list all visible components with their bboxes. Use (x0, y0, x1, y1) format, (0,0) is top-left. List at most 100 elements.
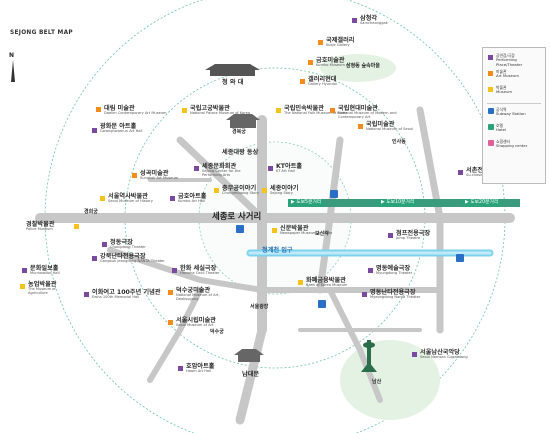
marker-mmca[interactable] (330, 108, 335, 113)
marker-hanwha[interactable] (172, 268, 177, 273)
sign-5min: ▶ 도보5분거리 (288, 199, 325, 207)
marker-daelim[interactable] (96, 107, 101, 112)
road-jongno (316, 136, 344, 294)
road-namsan (327, 287, 383, 403)
landmark-insadong: 인사동 (392, 139, 406, 145)
marker-gugakdang[interactable] (412, 352, 417, 357)
landmark-cheongwadae: 청 와 대 (222, 79, 244, 86)
marker-jump[interactable] (388, 233, 393, 238)
namdaemun-building (234, 349, 264, 362)
hotel-icon (488, 124, 494, 130)
marker-nanta[interactable] (92, 256, 97, 261)
marker-hwapyeong[interactable] (298, 280, 303, 285)
marker-police[interactable] (74, 224, 79, 229)
subway-icon[interactable] (236, 225, 244, 233)
landmark-gyeongbokgung: 경복궁 (232, 129, 246, 135)
marker-sungkok[interactable] (132, 173, 137, 178)
marker-history[interactable] (100, 196, 105, 201)
marker-sejong-story[interactable] (262, 188, 267, 193)
marker-kumho-hall[interactable] (170, 196, 175, 201)
marker-ewha[interactable] (84, 292, 89, 297)
landmark-gyeonghuigung: 경희궁 (84, 209, 98, 215)
subway-icon[interactable] (330, 190, 338, 198)
sign-20min: ▶ 도보20분거리 (462, 199, 502, 207)
marker-munhwa[interactable] (22, 268, 27, 273)
marker-samcheonggak[interactable] (352, 18, 357, 23)
marker-agri[interactable] (20, 284, 25, 289)
marker-kt[interactable] (268, 166, 273, 171)
museum-icon (488, 87, 493, 92)
marker-deoksu-art[interactable] (168, 290, 173, 295)
landmark-cheonggyecheon: 청계천 입구 (262, 247, 293, 254)
art-museum-icon (488, 71, 493, 76)
subway-icon[interactable] (318, 300, 326, 308)
marker-gwanghwamun[interactable] (92, 128, 97, 133)
north-arrow-icon (11, 60, 15, 82)
marker-mmca2[interactable] (358, 124, 363, 129)
marker-kukje[interactable] (318, 40, 323, 45)
marker-sejong-center[interactable] (194, 166, 199, 171)
marker-palace[interactable] (182, 108, 187, 113)
performance-icon (488, 55, 493, 60)
marker-chungmu[interactable] (214, 188, 219, 193)
marker-seochon[interactable] (458, 170, 463, 175)
place-sejong-statue[interactable]: 세종대왕 동상 (222, 149, 259, 156)
marker-myungdong[interactable] (368, 268, 373, 273)
subway-legend-icon (488, 108, 494, 114)
subway-icon[interactable] (456, 254, 464, 262)
marker-nanta2[interactable] (362, 292, 367, 297)
road-gyeonghui (176, 136, 266, 222)
marker-kumho[interactable] (308, 60, 313, 65)
landmark-seoul-plaza: 서울광장 (250, 304, 269, 310)
marker-newspaper[interactable] (272, 228, 277, 233)
marker-chongdong[interactable] (102, 242, 107, 247)
map-title: SEJONG BELT MAP (10, 30, 73, 36)
marker-sema[interactable] (168, 320, 173, 325)
marker-folk[interactable] (276, 108, 281, 113)
landmark-samcheong-park: 삼청동 숲속마을 (346, 63, 380, 69)
namsan-tower (361, 340, 377, 372)
marker-hyundai[interactable] (300, 79, 305, 84)
marker-hoam[interactable] (178, 366, 183, 371)
road-jeongdong (107, 247, 265, 293)
